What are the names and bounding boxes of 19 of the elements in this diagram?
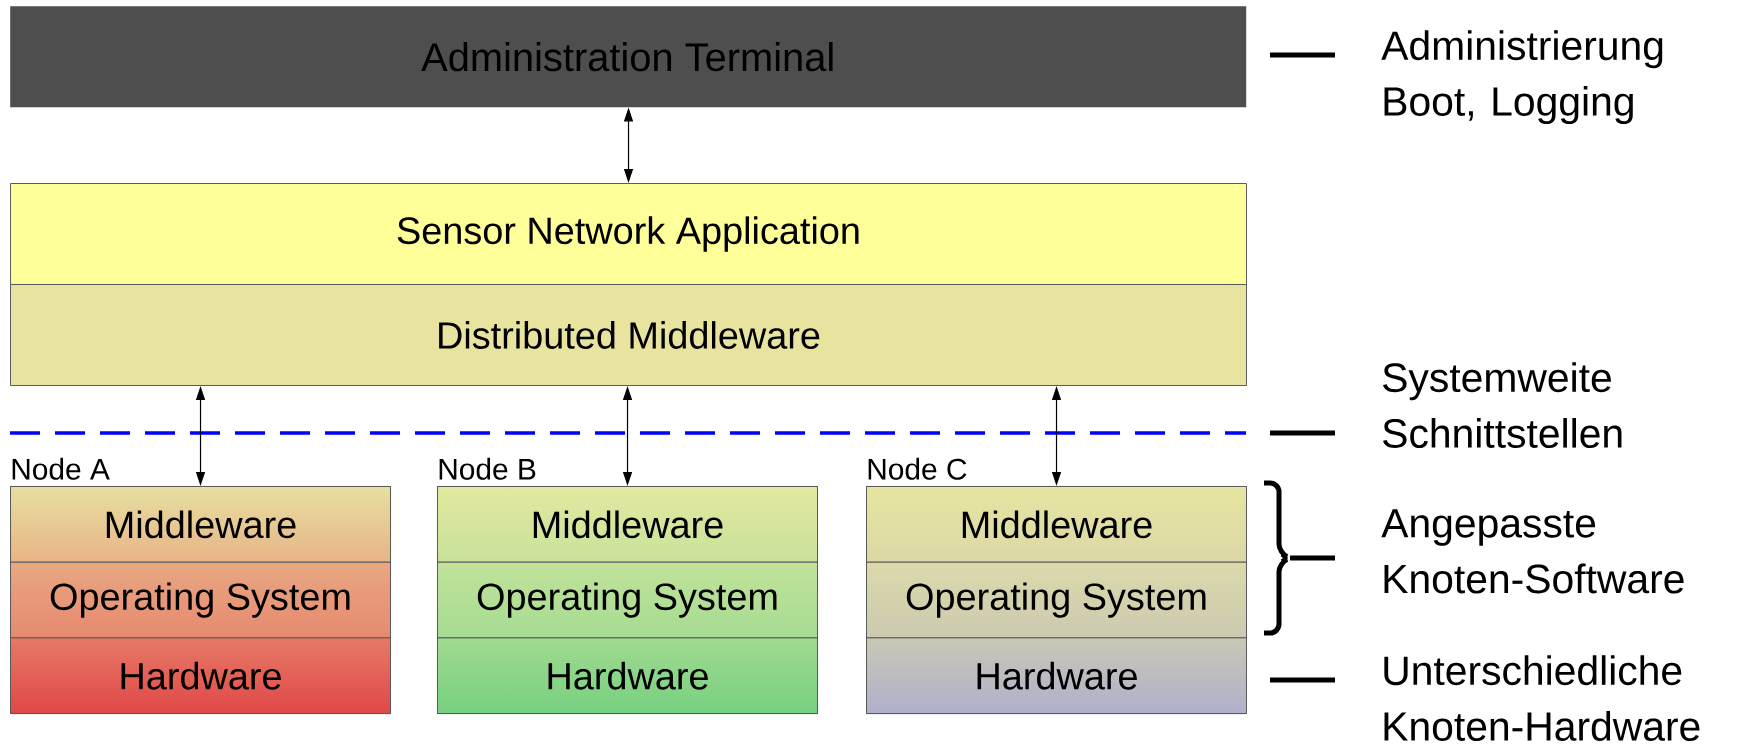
- side-label: Unterschiedliche Knoten-Hardware: [1384, 655, 1700, 741]
- layer-box: Middleware: [866, 486, 1247, 563]
- node-label: Node B: [439, 457, 536, 480]
- layer-box: Middleware: [437, 486, 818, 563]
- side-label: Administrierung Boot, Logging: [1381, 30, 1663, 125]
- layer-box: Operating System: [437, 561, 818, 639]
- layer-box: Sensor Network Application: [10, 183, 1247, 285]
- layer-box: Hardware: [866, 637, 1247, 715]
- side-label: Systemweite Schnittstellen: [1383, 362, 1622, 448]
- node-label: Node A: [12, 457, 110, 480]
- layer-box: Operating System: [866, 561, 1247, 639]
- layer-box: Hardware: [10, 637, 391, 715]
- layer-box: Operating System: [10, 561, 391, 639]
- side-label: Angepasste Knoten-Software: [1381, 509, 1684, 594]
- layer-box: Middleware: [10, 486, 391, 563]
- terminal-box: Administration Terminal: [10, 6, 1247, 108]
- layer-box: Distributed Middleware: [10, 284, 1247, 386]
- node-label: Node C: [868, 457, 967, 480]
- layer-box: Hardware: [437, 637, 818, 715]
